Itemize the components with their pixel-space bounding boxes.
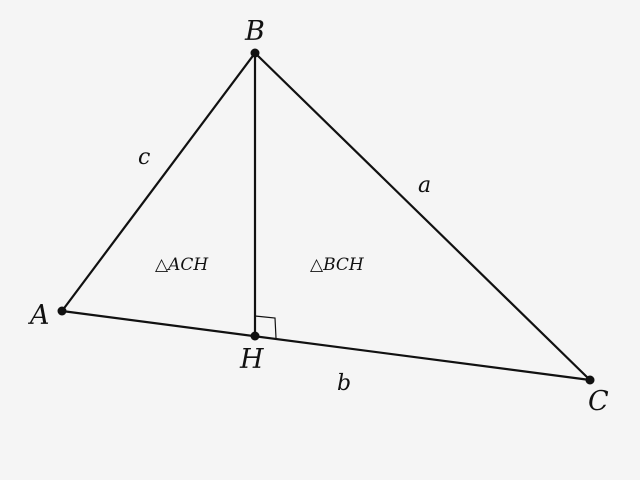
side-b-label: b bbox=[337, 371, 351, 396]
vertex-c-label: C bbox=[588, 386, 609, 417]
side-a bbox=[253, 51, 592, 382]
right-angle-marker bbox=[254, 315, 277, 339]
vertex-b-label: B bbox=[244, 16, 265, 47]
vertex-a-point bbox=[57, 306, 67, 316]
triangle-bch-label: △BCH bbox=[310, 255, 365, 275]
vertex-a-label: A bbox=[27, 300, 50, 331]
vertex-b-point bbox=[250, 48, 260, 58]
foot-h-label: H bbox=[239, 344, 264, 375]
side-b bbox=[60, 309, 592, 382]
triangle-ach-label: △ACH bbox=[155, 255, 209, 275]
vertex-c-point bbox=[585, 375, 595, 385]
side-a-label: a bbox=[418, 173, 431, 198]
foot-h-point bbox=[250, 331, 260, 341]
side-c-label: c bbox=[138, 145, 150, 170]
side-c bbox=[60, 51, 257, 313]
